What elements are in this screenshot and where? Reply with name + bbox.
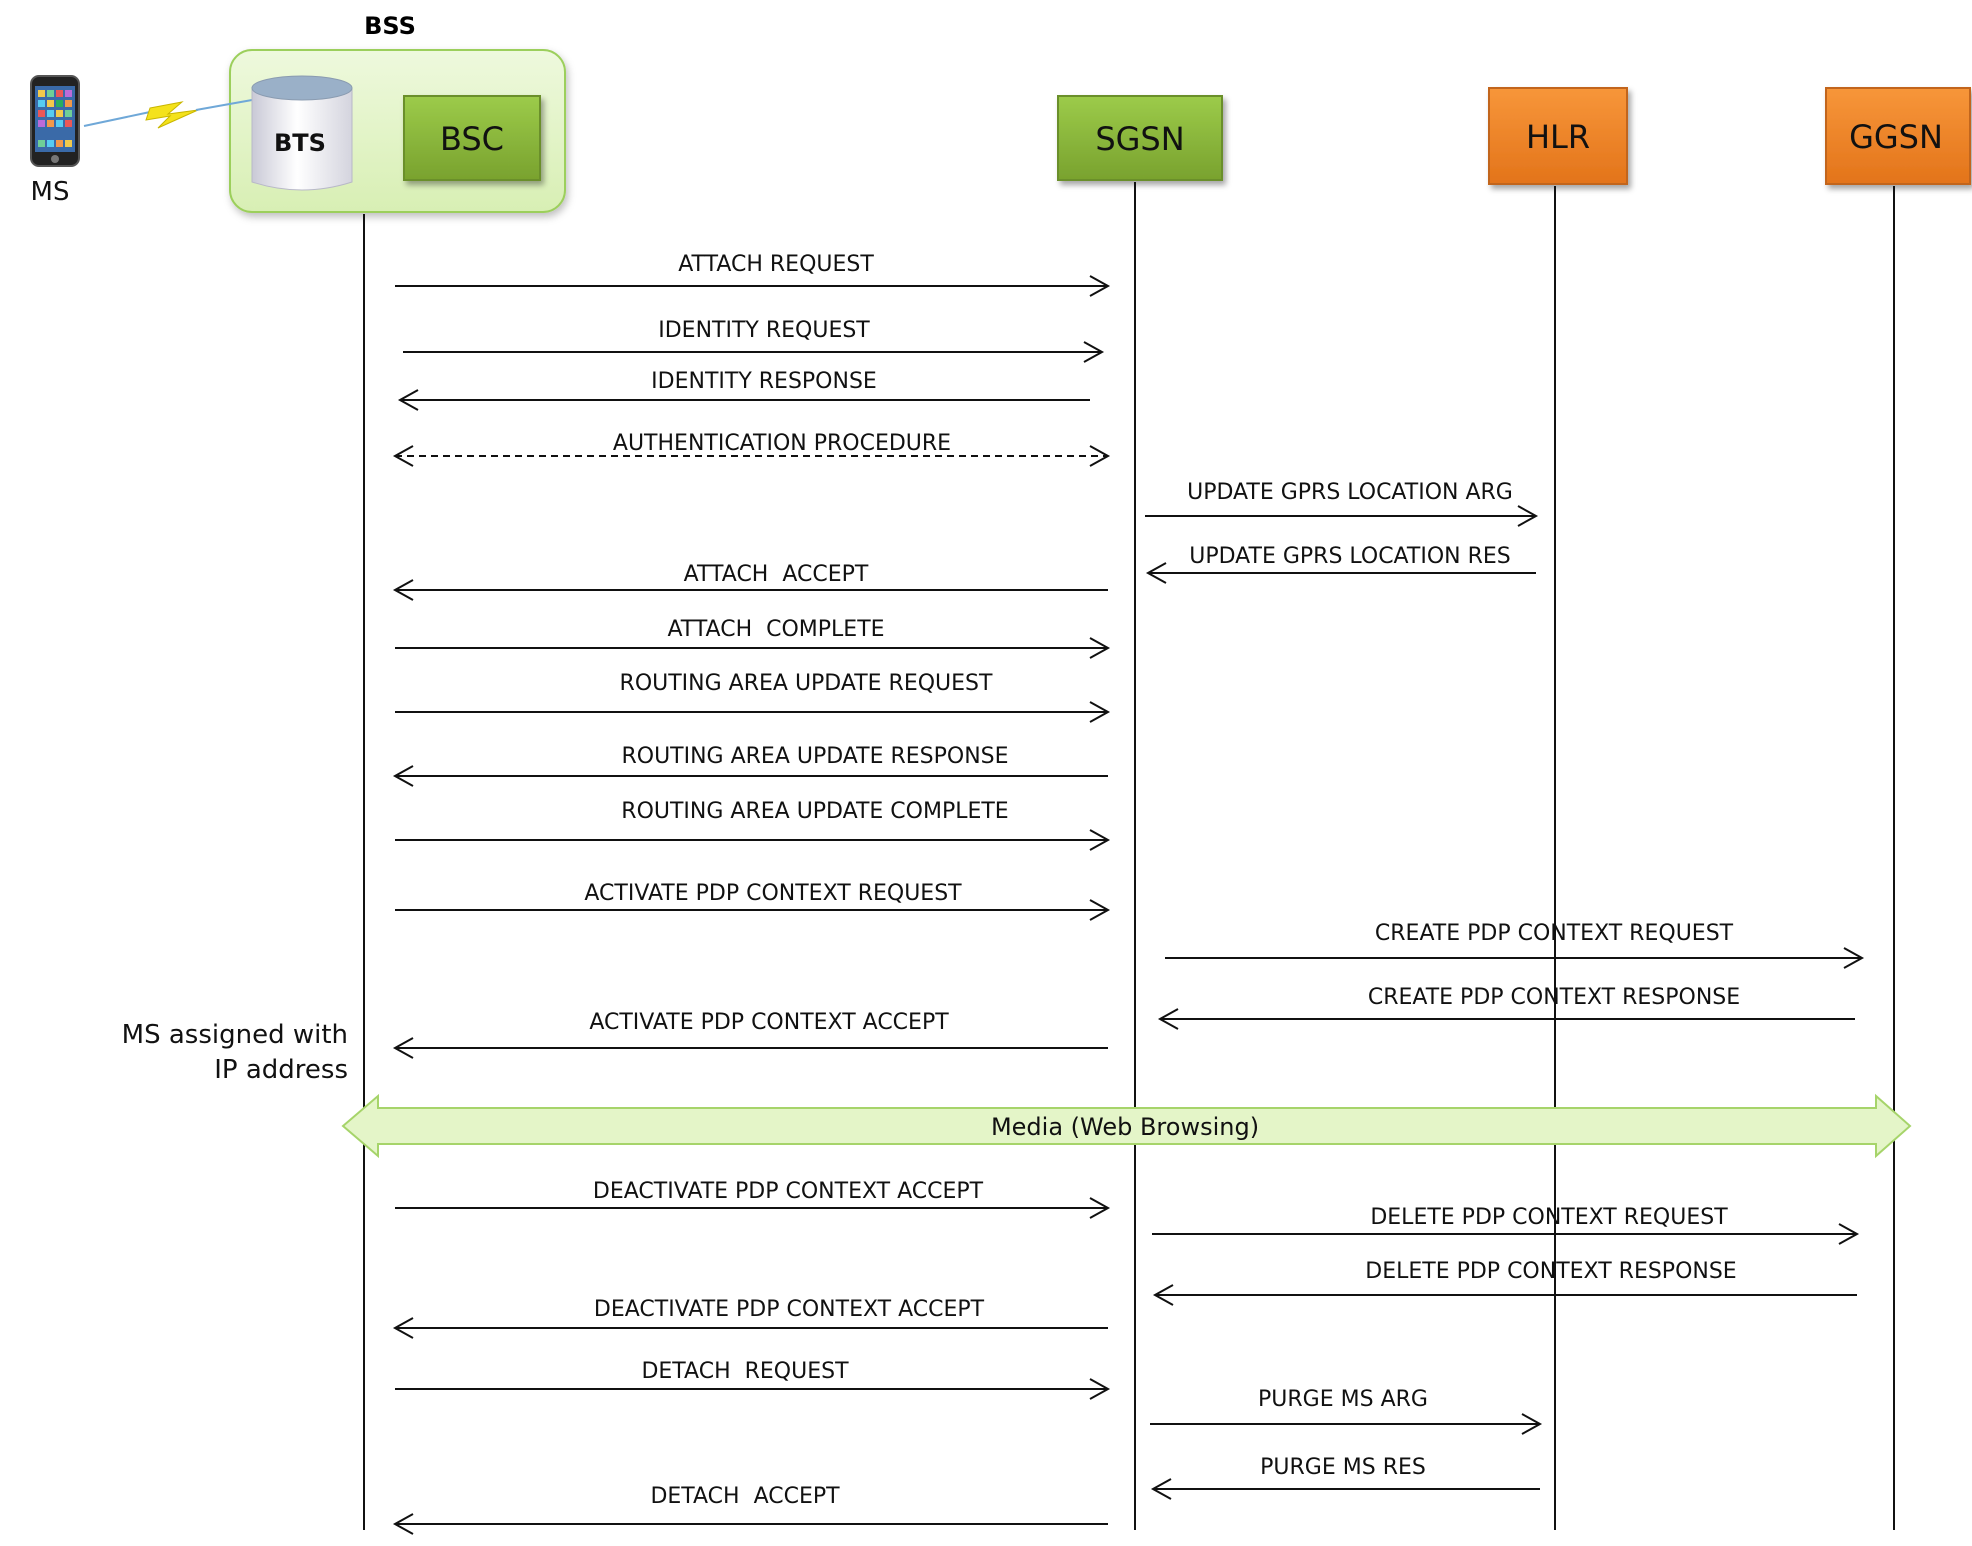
message-6: UPDATE GPRS LOCATION RES	[1145, 544, 1536, 584]
message-18: DELETE PDP CONTEXT RESPONSE	[1152, 1259, 1857, 1306]
message-label: ACTIVATE PDP CONTEXT ACCEPT	[589, 1010, 949, 1035]
arrowhead-icon	[1083, 341, 1105, 363]
arrowhead-icon	[1089, 829, 1111, 851]
message-label: IDENTITY RESPONSE	[651, 369, 877, 394]
message-label: CREATE PDP CONTEXT REQUEST	[1375, 921, 1734, 946]
message-10: ROUTING AREA UPDATE RESPONSE	[392, 744, 1108, 787]
message-19: DEACTIVATE PDP CONTEXT ACCEPT	[392, 1297, 1108, 1339]
message-arrows: ATTACH REQUEST IDENTITY REQUEST IDENTITY R…	[392, 252, 1865, 1535]
message-8: ATTACH COMPLETE	[395, 617, 1111, 659]
message-label: AUTHENTICATION PROCEDURE	[613, 431, 951, 456]
message-16: DEACTIVATE PDP CONTEXT ACCEPT	[395, 1179, 1111, 1219]
message-label: PURGE MS ARG	[1258, 1387, 1428, 1412]
arrowhead-icon	[1089, 701, 1111, 723]
radio-link-icon	[83, 99, 253, 129]
ms-ip-note-line-1: MS assigned with	[122, 1020, 348, 1050]
bss-label: BSS	[364, 12, 416, 40]
message-4: AUTHENTICATION PROCEDURE	[392, 431, 1111, 467]
arrowhead-icon	[1517, 505, 1539, 527]
media-label: Media (Web Browsing)	[991, 1113, 1259, 1141]
bsc-node: BSC	[403, 95, 541, 181]
arrowhead-icon	[1089, 445, 1111, 467]
arrowhead-icon	[1838, 1223, 1860, 1245]
message-11: ROUTING AREA UPDATE COMPLETE	[395, 799, 1111, 851]
message-17: DELETE PDP CONTEXT REQUEST	[1152, 1205, 1860, 1245]
bsc-label: BSC	[440, 120, 504, 158]
bts-label: BTS	[274, 129, 326, 157]
message-label: DEACTIVATE PDP CONTEXT ACCEPT	[593, 1179, 984, 1204]
ms-ip-note-line-2: IP address	[214, 1055, 348, 1085]
message-label: DELETE PDP CONTEXT RESPONSE	[1365, 1259, 1736, 1284]
message-label: IDENTITY REQUEST	[658, 318, 870, 343]
message-13: CREATE PDP CONTEXT REQUEST	[1165, 921, 1865, 969]
message-12: ACTIVATE PDP CONTEXT REQUEST	[395, 881, 1111, 921]
hlr-node: HLR	[1488, 87, 1628, 185]
message-label: DETACH REQUEST	[641, 1359, 849, 1384]
message-label: ATTACH ACCEPT	[684, 562, 869, 587]
message-2: IDENTITY REQUEST	[403, 318, 1105, 363]
bts-node: BTS	[251, 75, 353, 191]
arrowhead-icon	[1150, 1478, 1172, 1500]
arrowhead-icon	[392, 1317, 414, 1339]
message-5: UPDATE GPRS LOCATION ARG	[1145, 480, 1539, 527]
arrowhead-icon	[392, 445, 414, 467]
message-1: ATTACH REQUEST	[395, 252, 1111, 297]
arrowhead-icon	[392, 1513, 414, 1535]
message-9: ROUTING AREA UPDATE REQUEST	[395, 671, 1111, 723]
message-22: PURGE MS RES	[1150, 1455, 1540, 1500]
message-label: DELETE PDP CONTEXT REQUEST	[1370, 1205, 1728, 1230]
arrowhead-icon	[392, 1037, 414, 1059]
message-label: ACTIVATE PDP CONTEXT REQUEST	[584, 881, 962, 906]
arrowhead-icon	[1521, 1413, 1543, 1435]
message-label: UPDATE GPRS LOCATION RES	[1189, 544, 1511, 569]
arrowhead-icon	[392, 765, 414, 787]
message-label: ATTACH COMPLETE	[667, 617, 884, 642]
arrowhead-icon	[392, 579, 414, 601]
sgsn-node: SGSN	[1057, 95, 1223, 181]
message-23: DETACH ACCEPT	[392, 1484, 1108, 1535]
ggsn-label: GGSN	[1849, 118, 1943, 156]
message-label: ATTACH REQUEST	[678, 252, 874, 277]
arrowhead-icon	[1089, 899, 1111, 921]
arrowhead-icon	[1089, 637, 1111, 659]
message-label: CREATE PDP CONTEXT RESPONSE	[1368, 985, 1740, 1010]
message-label: ROUTING AREA UPDATE RESPONSE	[621, 744, 1008, 769]
arrowhead-icon	[1157, 1008, 1179, 1030]
arrowhead-icon	[1145, 562, 1167, 584]
message-14: CREATE PDP CONTEXT RESPONSE	[1157, 985, 1855, 1030]
ms-label: MS	[31, 177, 70, 207]
arrowhead-icon	[397, 389, 419, 411]
arrowhead-icon	[1089, 1197, 1111, 1219]
message-7: ATTACH ACCEPT	[392, 562, 1108, 601]
arrowhead-icon	[1843, 947, 1865, 969]
message-label: ROUTING AREA UPDATE COMPLETE	[621, 799, 1008, 824]
arrowhead-icon	[1089, 275, 1111, 297]
message-label: UPDATE GPRS LOCATION ARG	[1187, 480, 1513, 505]
media-data-band: Media (Web Browsing)	[341, 1093, 1912, 1159]
hlr-label: HLR	[1526, 118, 1590, 156]
message-20: DETACH REQUEST	[395, 1359, 1111, 1400]
ggsn-node: GGSN	[1825, 87, 1971, 185]
message-label: DETACH ACCEPT	[650, 1484, 840, 1509]
message-label: DEACTIVATE PDP CONTEXT ACCEPT	[594, 1297, 985, 1322]
mobile-phone-icon	[30, 75, 80, 167]
arrowhead-icon	[1152, 1284, 1174, 1306]
message-label: PURGE MS RES	[1260, 1455, 1426, 1480]
message-15: ACTIVATE PDP CONTEXT ACCEPT	[392, 1010, 1108, 1059]
message-21: PURGE MS ARG	[1150, 1387, 1543, 1435]
sgsn-label: SGSN	[1095, 120, 1184, 158]
arrowhead-icon	[1089, 1378, 1111, 1400]
message-3: IDENTITY RESPONSE	[397, 369, 1090, 411]
message-label: ROUTING AREA UPDATE REQUEST	[620, 671, 993, 696]
